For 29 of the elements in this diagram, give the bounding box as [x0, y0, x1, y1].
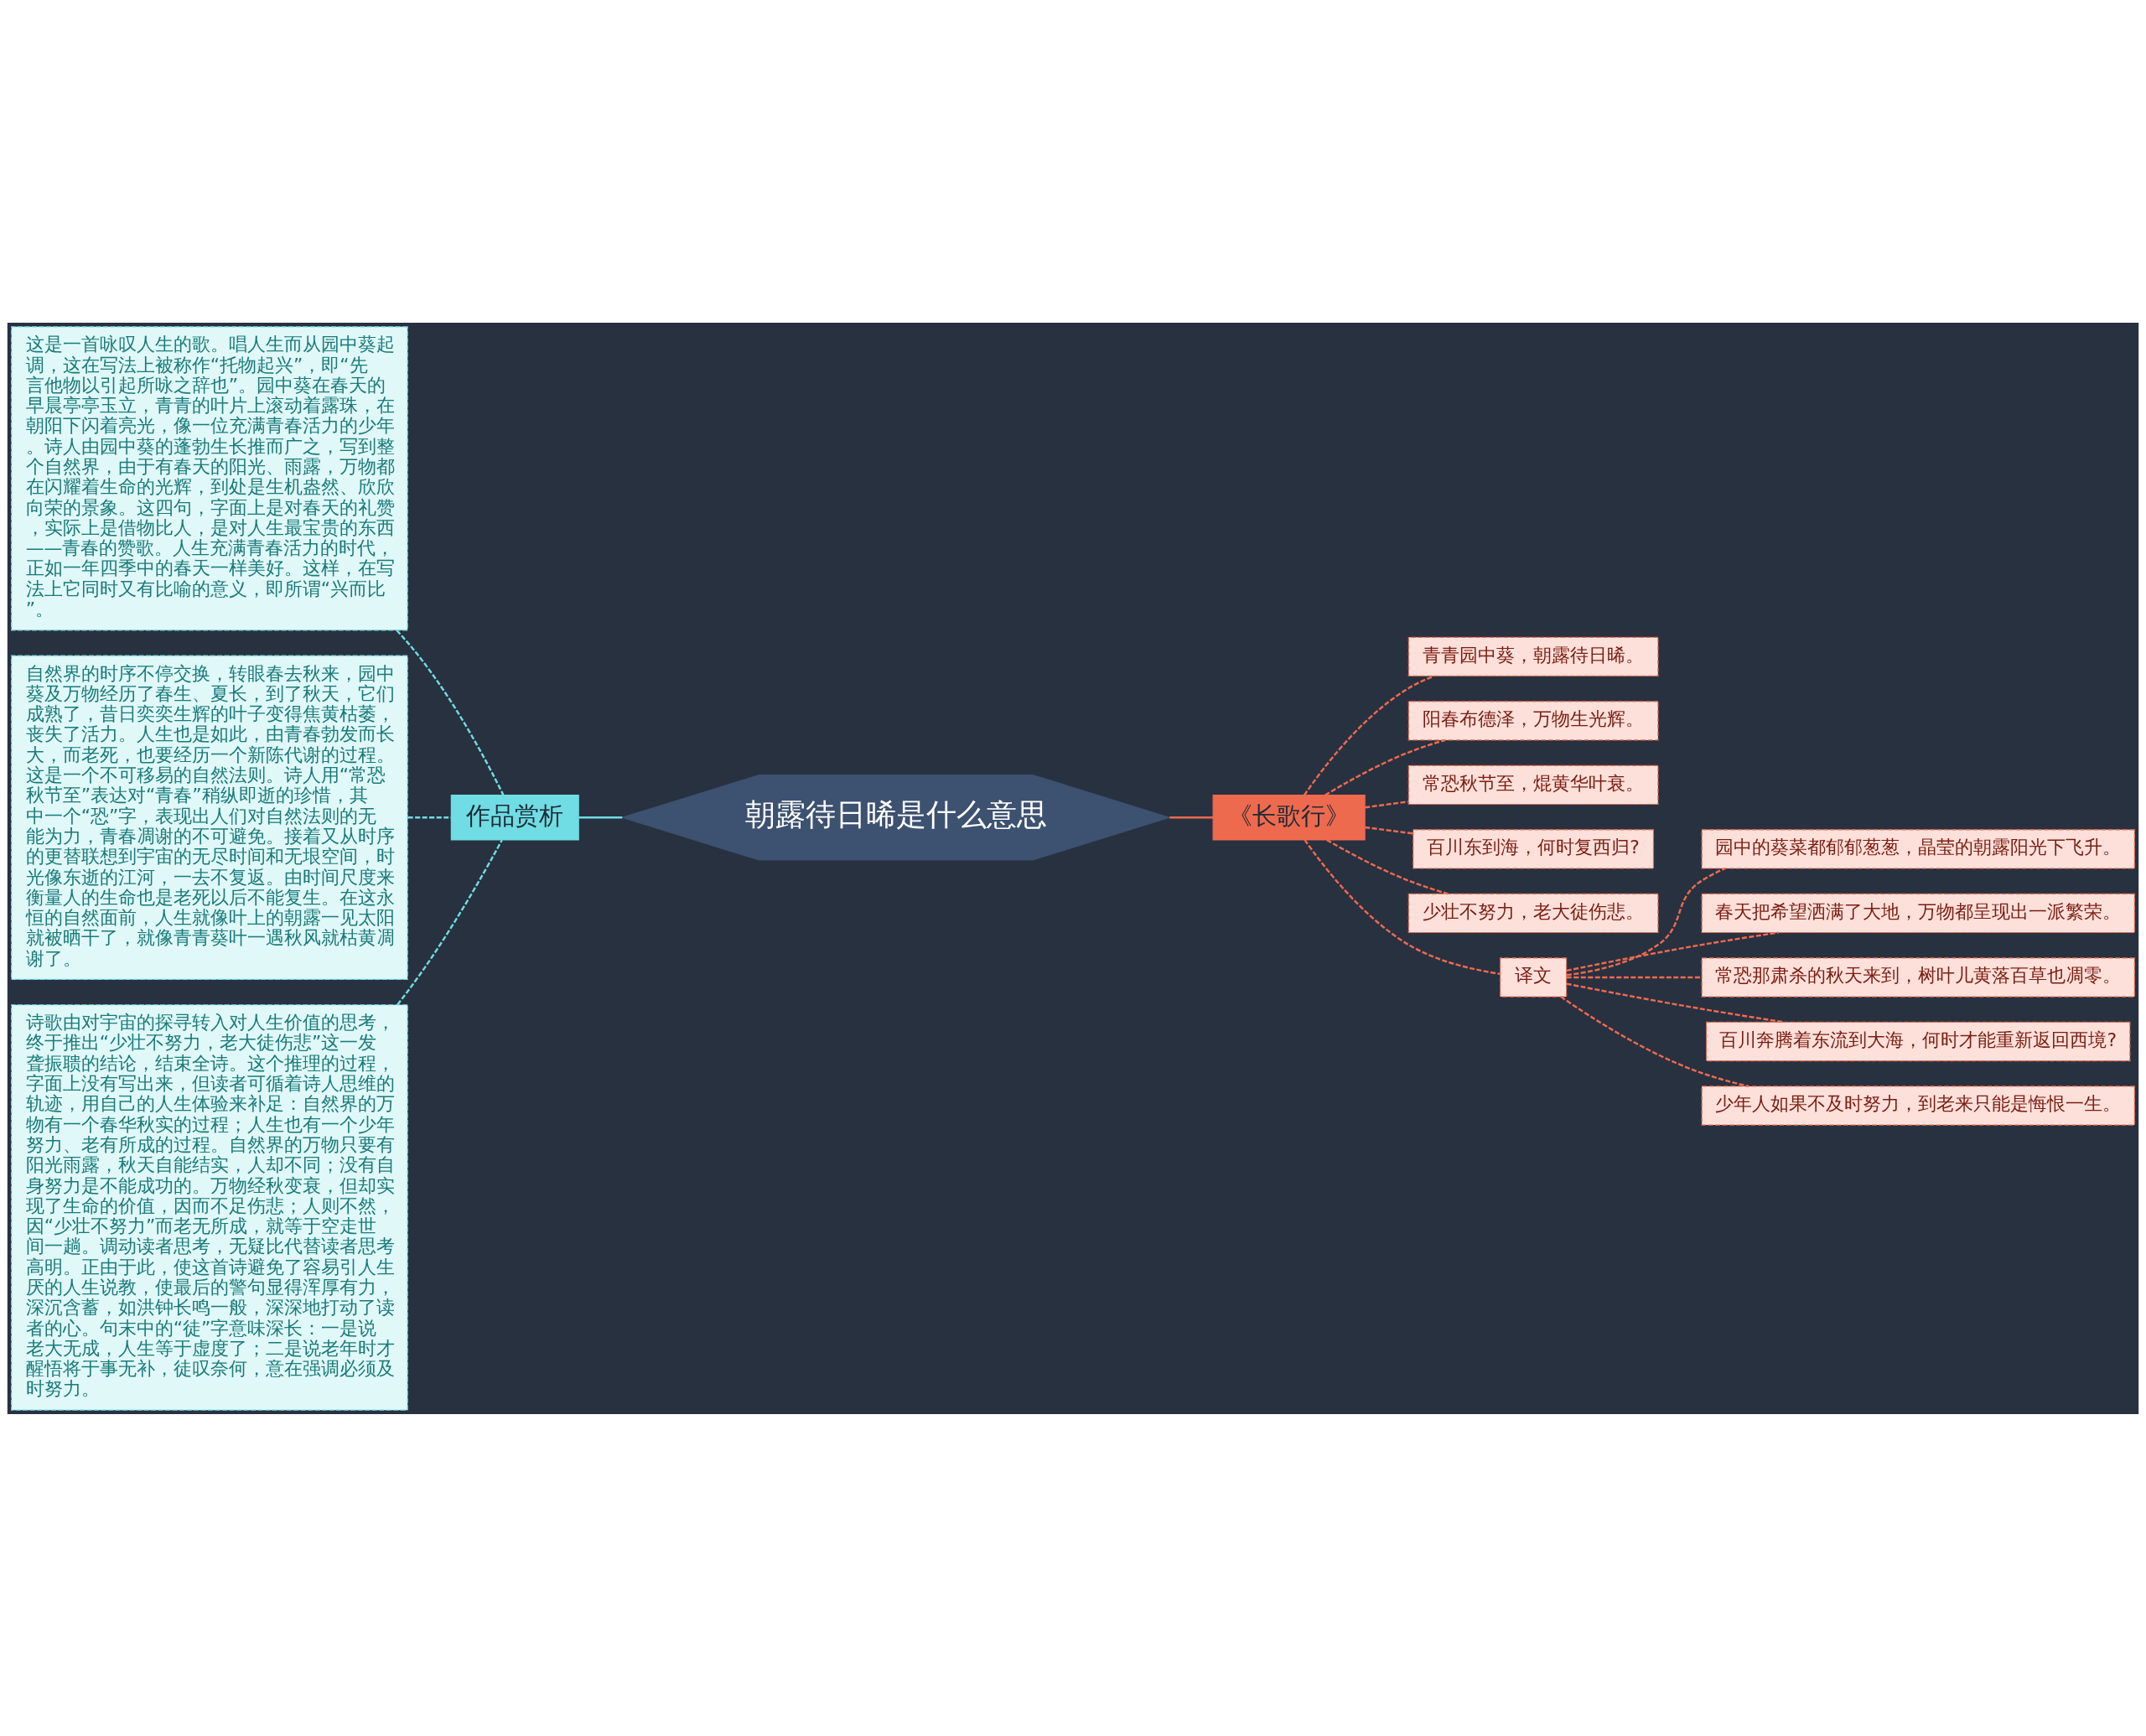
node-box: 常恐那肃杀的秋天来到，树叶儿黄落百草也凋零。: [1701, 956, 2135, 998]
node-box: 百川东到海，何时复西归?: [1413, 828, 1655, 869]
node-box: 常恐秋节至，焜黄华叶衰。: [1407, 764, 1659, 805]
node-box: 园中的葵菜都郁郁葱葱，晶莹的朝露阳光下飞升。: [1701, 828, 2135, 869]
node-box: 百川奔腾着东流到大海，何时才能重新返回西境?: [1706, 1021, 2131, 1061]
connector: [396, 629, 505, 795]
node-box: 译文: [1500, 956, 1568, 998]
node-box: 春天把希望洒满了大地，万物都呈现出一派繁荣。: [1701, 893, 2135, 933]
node-box: 这是一首咏叹人生的歌。唱人生而从园中葵起调，这在写法上被称作“托物起兴”，即“先言他物以引起所咏之辞也”。园中葵在春天的早晨亭亭玉立，青青的叶片上滚动着露珠，在朝阳下闪着亮光，像一位充满青春活力的少年。诗人由园中葵的蓬勃生长推而广之，写到整个自然界，由于有春天的阳光、雨露，万物都在闪耀着生命的光辉，到处是生机盎然、欣欣向荣的景象。这四句，字面上是对春天的礼赞，实际上是借物比人，是对人生最宝贵的东西——青春的赞歌。人生充满青春活力的时代，正如一年四季中的春天一样美好。这样，在写法上它同时又有比喻的意义，即所谓“兴而比”。: [11, 325, 408, 630]
node-box: 自然界的时序不停交换，转眼春去秋来，园中葵及万物经历了春生、夏长，到了秋天，它们成熟了，昔日奕奕生辉的叶子变得焦黄枯萎，丧失了活力。人生也是如此，由青春勃发而长大，而老死，也要经历一个新陈代谢的过程。这是一个不可移易的自然法则。诗人用“常恐秋节至”表达对“青春”稍纵即逝的珍惜，其中一个“恐”字，表现出人们对自然法则的无能为力，青春凋谢的不可避免。接着又从时序的更替联想到宇宙的无尽时间和无垠空间，时光像东逝的江河，一去不复返。由时间尺度来衡量人的生命也是老死以后不能复生。在这永恒的自然面前，人生就像叶上的朝露一见太阳就被晒干了，就像青青葵叶一遇秋风就枯黄凋谢了。: [11, 655, 408, 980]
node-box: 《长歌行》: [1212, 794, 1366, 841]
connector: [1169, 816, 1213, 818]
connector: [1324, 738, 1445, 796]
connector: [1304, 838, 1501, 975]
node-box: 少年人如果不及时努力，到老来只能是悔恨一生。: [1701, 1085, 2135, 1126]
node-box: 少壮不努力，老大徒伤悲。: [1407, 893, 1659, 933]
connector: [1326, 838, 1449, 894]
node-box: 青青园中葵，朝露待日晞。: [1407, 636, 1659, 676]
node-box: 阳春布德泽，万物生光辉。: [1407, 700, 1659, 741]
connector: [397, 839, 503, 1005]
node-box: 作品赏析: [450, 794, 579, 841]
connector: [578, 816, 623, 818]
connector: [1560, 995, 1749, 1087]
connector: [1365, 826, 1413, 835]
connector: [1566, 867, 1726, 976]
connector: [1304, 674, 1434, 795]
connector: [1365, 800, 1409, 808]
connector: [1566, 976, 1702, 978]
node-box: 诗歌由对宇宙的探寻转入对人生价值的思考，终于推出“少壮不努力，老大徒伤悲”这一发聋振聩的结论，结束全诗。这个推理的过程，字面上没有写出来，但读者可循着诗人思维的轨迹，用自己的人生体验来补足：自然界的万物有一个春华秋实的过程；人生也有一个少年努力、老有所成的过程。自然界的万物只要有阳光雨露，秋天自能结实，人却不同；没有自身努力是不能成功的。万物经秋变衰，但却实现了生命的价值，因而不足伤悲；人则不然，因“少壮不努力”而老无所成，就等于空走世间一趟。调动读者思考，无疑比代替读者思考高明。正由于此，使这首诗避免了容易引人生厌的人生说教，使最后的警句显得浑厚有力，深沉含蓄，如洪钟长鸣一般，深深地打动了读者的心。句末中的“徒”字意味深长：一是说老大无成，人生等于虚度了；二是说老年时才醒悟将于事无补，徒叹奈何，意在强调必须及时努力。: [11, 1003, 408, 1411]
